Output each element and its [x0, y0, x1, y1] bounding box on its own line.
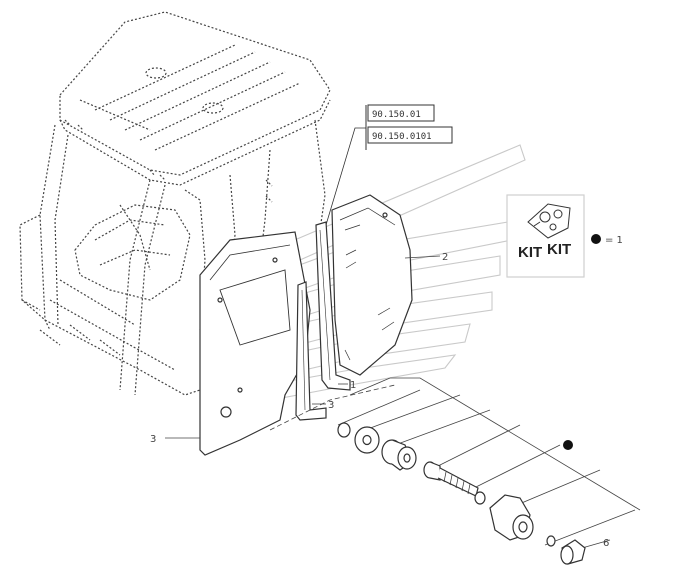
- callout-part-1: 1: [350, 380, 356, 391]
- cab-seat: [74, 204, 191, 301]
- reference-code-1: 90.150.01: [372, 110, 421, 120]
- hardware-bullet-icon: [563, 440, 573, 450]
- cab-pillar-front: [119, 179, 151, 391]
- kit-label-left: KIT: [518, 244, 542, 261]
- reference-boxes: 90.150.01 90.150.0101: [319, 104, 453, 246]
- cab-roof-edge: [59, 99, 331, 186]
- callout-part-6: 6: [603, 538, 609, 549]
- panel-hole: [220, 406, 232, 418]
- small-ring: [474, 491, 486, 505]
- reference-box-1: [367, 104, 435, 122]
- bolt: [423, 461, 479, 497]
- washer: [354, 426, 380, 454]
- glass-panel-part-2: [331, 194, 413, 376]
- end-cap: [560, 539, 586, 565]
- kit-box: KIT KIT = 1: [506, 194, 623, 278]
- hardware-parts: [337, 422, 586, 565]
- reference-leader: [319, 127, 366, 246]
- grommet: [381, 439, 417, 471]
- callout-leaders: [165, 255, 641, 551]
- seal-strip-part-1: [315, 221, 351, 391]
- small-o-ring: [546, 535, 556, 547]
- cab-pillar-right: [314, 119, 326, 231]
- kit-quantity-note: = 1: [605, 235, 623, 246]
- reference-code-2: 90.150.0101: [372, 132, 432, 142]
- seal-strip-part-5: [295, 281, 327, 421]
- cab-pillar-left: [39, 124, 56, 331]
- o-ring: [337, 422, 351, 438]
- reference-box-2: [367, 126, 453, 144]
- knob-housing: [489, 494, 534, 541]
- kit-label-right: KIT: [547, 241, 571, 258]
- callout-part-3-panel: 3: [150, 434, 156, 445]
- callout-part-3-lower: 3: [328, 400, 334, 411]
- callout-numbers: 2 1 3 3 6: [150, 252, 609, 549]
- kit-bullet-icon: [591, 234, 601, 244]
- callout-part-2: 2: [442, 252, 448, 263]
- side-panel-part-3: [199, 231, 311, 456]
- panel-window: [219, 269, 291, 346]
- kit-parts-icon: [527, 203, 571, 239]
